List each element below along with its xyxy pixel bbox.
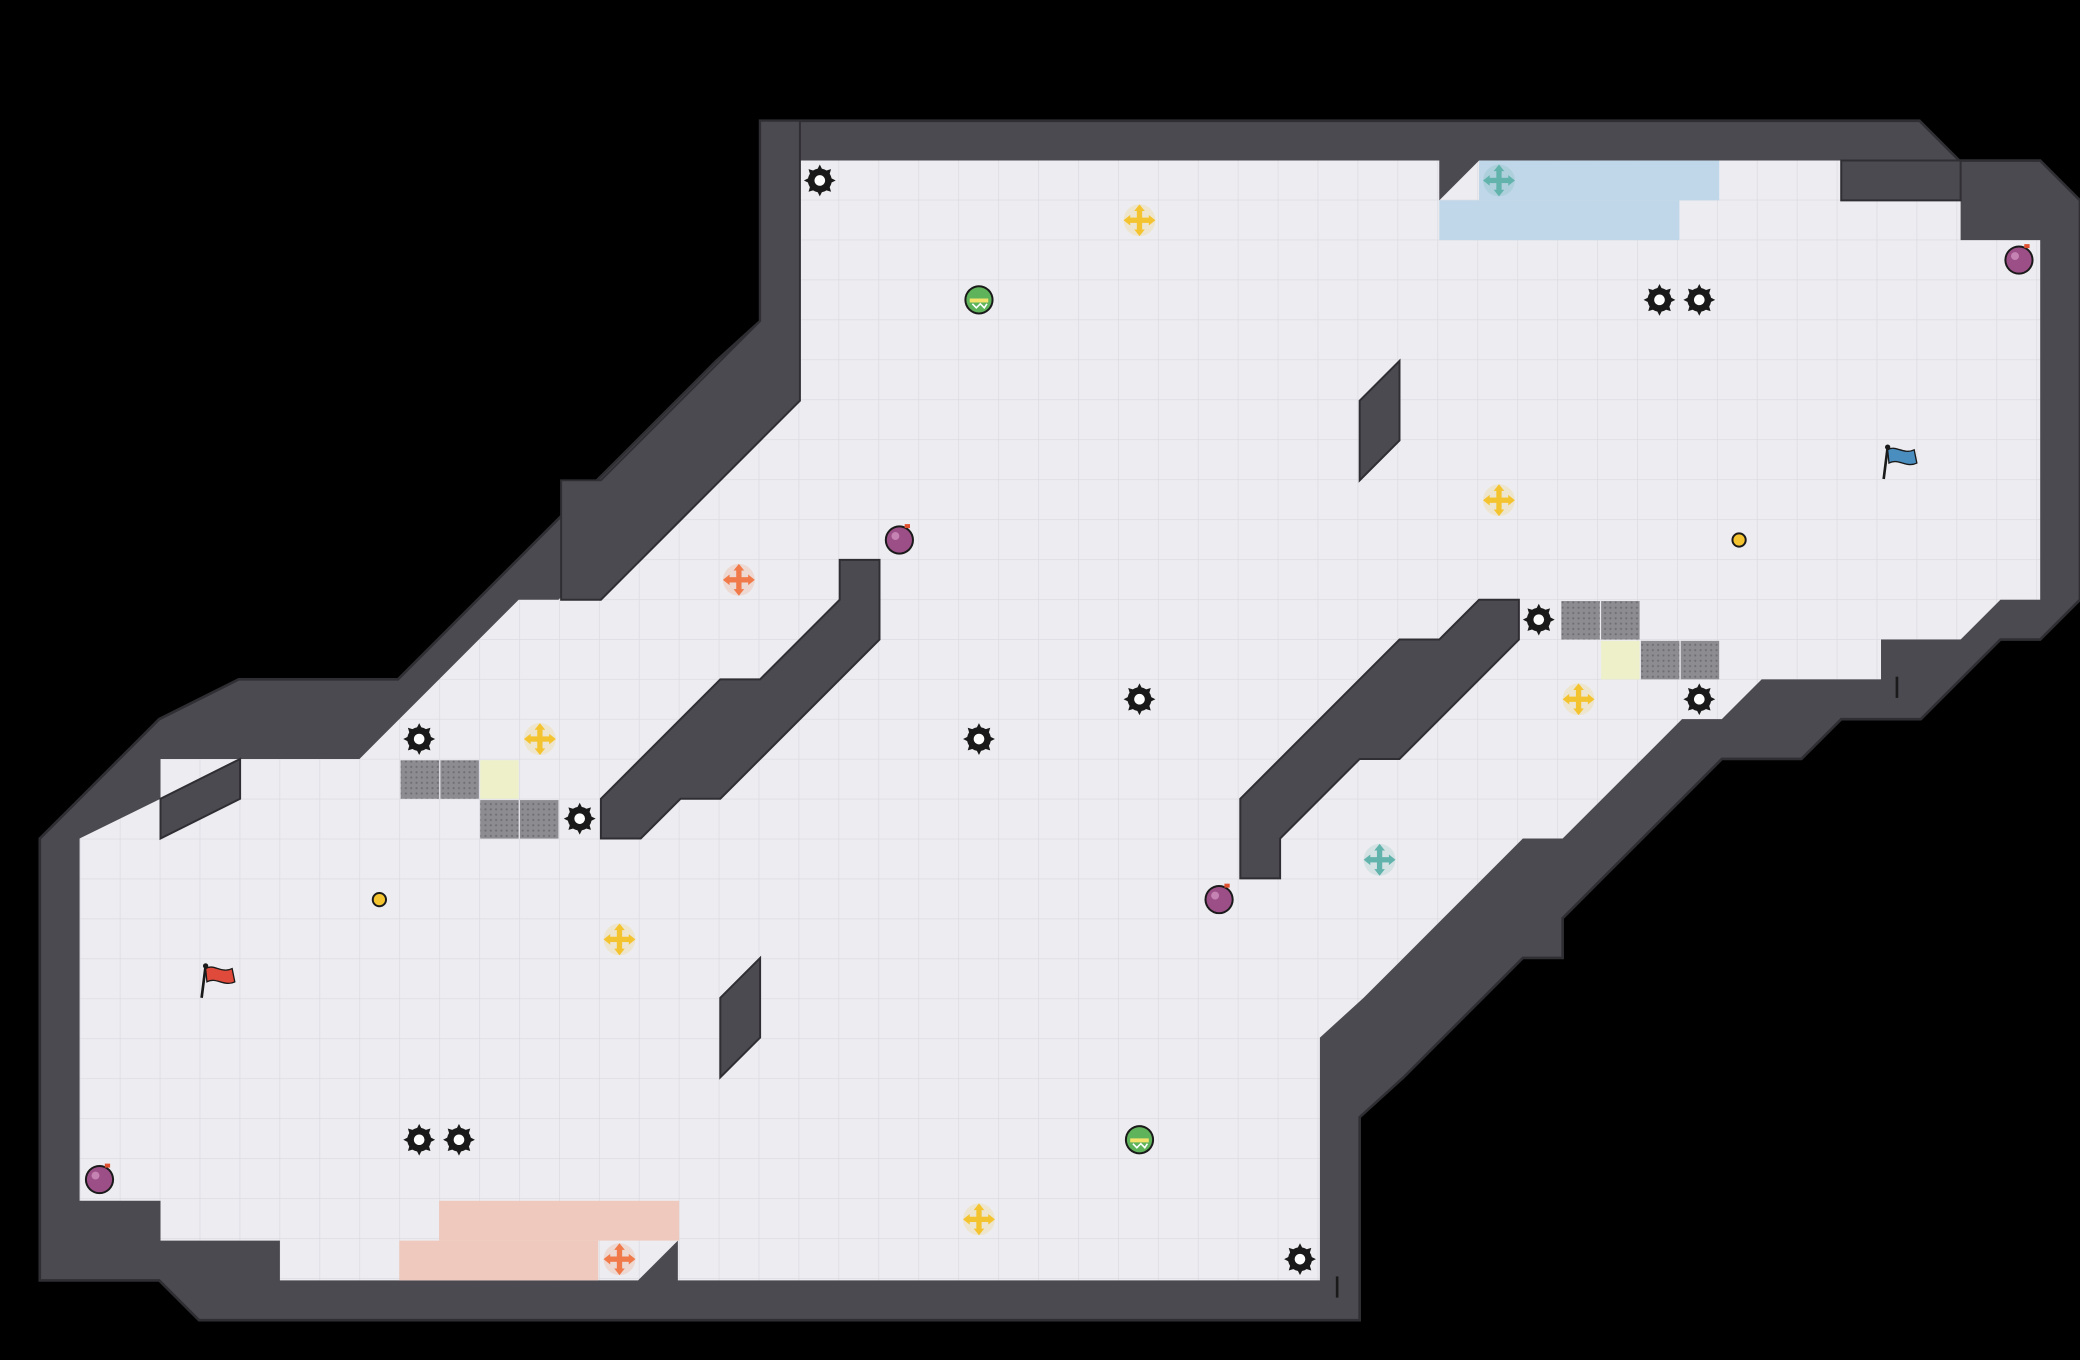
spike-icon (403, 723, 436, 755)
powerup-icon (963, 284, 995, 316)
button-icon (371, 891, 388, 908)
boost-icon (1483, 484, 1515, 517)
red-flag-icon (200, 963, 236, 998)
gate-tile (400, 760, 440, 799)
boost-icon (1123, 204, 1156, 237)
buttons (371, 532, 1747, 908)
gate-tile (1680, 640, 1720, 680)
spike-icon (1123, 683, 1156, 716)
boost-icon (1483, 164, 1515, 197)
boost-icon (963, 1203, 995, 1236)
gate-tile (440, 760, 479, 799)
gate-tile (1640, 640, 1680, 680)
gate-tile (520, 800, 559, 839)
gate-tile (1601, 601, 1640, 640)
spike-icon (1643, 283, 1676, 316)
spike-icon (803, 164, 836, 197)
gate-tiles (400, 601, 1720, 839)
spike-icon (1683, 683, 1716, 716)
spike-icon (1284, 1243, 1316, 1276)
spike-icon (563, 802, 596, 835)
gate-tile-open (1601, 640, 1640, 680)
spike-icon (1522, 603, 1555, 636)
boost-icon (722, 563, 755, 596)
red-team-zone (399, 1200, 680, 1281)
boost-icon (603, 1243, 636, 1276)
button-icon (1731, 532, 1747, 548)
map-walls (38, 119, 2080, 1322)
spike-icon (963, 723, 995, 755)
boost-icon (523, 723, 556, 755)
spike-icon (443, 1123, 475, 1156)
blue-team-zone (1439, 160, 1720, 241)
boost-icon (603, 923, 636, 956)
gate-tile-open (480, 760, 519, 799)
gate-tile (1561, 601, 1600, 640)
spike-icon (403, 1123, 436, 1156)
spike-icon (1683, 283, 1716, 316)
wall-markers (1335, 676, 1899, 1298)
powerup-icon (1124, 1124, 1155, 1156)
gate-tile (480, 800, 519, 839)
blue-flag-icon (1882, 444, 1918, 480)
boost-icon (1562, 683, 1595, 716)
boost-icon (1363, 843, 1396, 876)
inner-walls (159, 119, 1962, 1080)
